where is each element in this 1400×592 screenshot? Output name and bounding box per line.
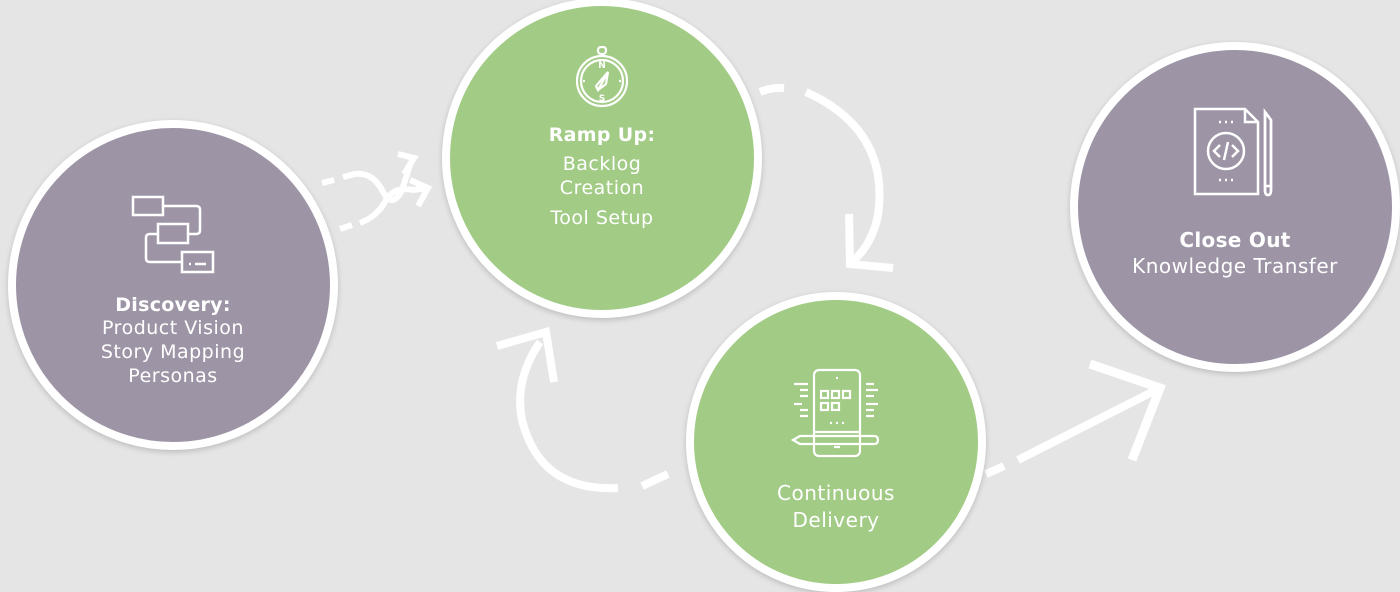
curved-arrow-right-head [845, 213, 894, 272]
phase-item: Continuous [777, 481, 895, 505]
phase-item: Personas [128, 365, 218, 387]
shuffle-arrow-lower [339, 185, 427, 232]
phase-item: Backlog [562, 153, 642, 175]
phase-discovery: Discovery: Product Vision Story Mapping … [8, 120, 338, 450]
straight-arrow-body [1016, 384, 1162, 464]
phase-item: Knowledge Transfer [1132, 254, 1338, 278]
shuffle-arrow-lower-head [408, 177, 433, 208]
connector-delivery-to-closeout [984, 359, 1166, 478]
straight-arrow-dash [984, 462, 1006, 478]
straight-arrow-head [1088, 359, 1166, 462]
phase-item: Product Vision [102, 317, 244, 339]
connector-discovery-to-rampup [321, 151, 433, 232]
phase-title: Discovery: [115, 294, 231, 316]
curved-arrow-right-body [804, 88, 884, 266]
phase-item: Delivery [792, 508, 880, 532]
connector-delivery-to-rampup [495, 326, 670, 493]
phase-close-out: Close Out Knowledge Transfer [1070, 42, 1400, 372]
compass-icon: N S [575, 46, 629, 108]
curved-arrow-right-dash [758, 83, 785, 96]
flowchart-icon [131, 195, 215, 274]
phase-ramp-up: N S Ramp Up: Backlog Creation Tool Setup [442, 0, 762, 318]
phase-item: Story Mapping [100, 341, 246, 363]
phase-title: Ramp Up: [548, 124, 656, 146]
curved-arrow-left-body [516, 339, 619, 493]
phase-title: Close Out [1179, 228, 1291, 252]
phase-continuous-delivery: Continuous Delivery [686, 292, 986, 592]
code-document-icon [1193, 107, 1273, 197]
svg-text:N: N [598, 61, 606, 71]
mobile-app-design-icon [790, 368, 880, 458]
shuffle-arrow-upper-head [397, 151, 419, 176]
svg-text:S: S [599, 94, 605, 104]
phase-item: Creation [559, 177, 645, 199]
connector-rampup-to-delivery [758, 83, 894, 272]
curved-arrow-left-head [495, 326, 558, 383]
curved-arrow-left-dash [640, 470, 670, 490]
phase-item: Tool Setup [550, 207, 654, 229]
shuffle-arrow-upper [321, 164, 413, 203]
